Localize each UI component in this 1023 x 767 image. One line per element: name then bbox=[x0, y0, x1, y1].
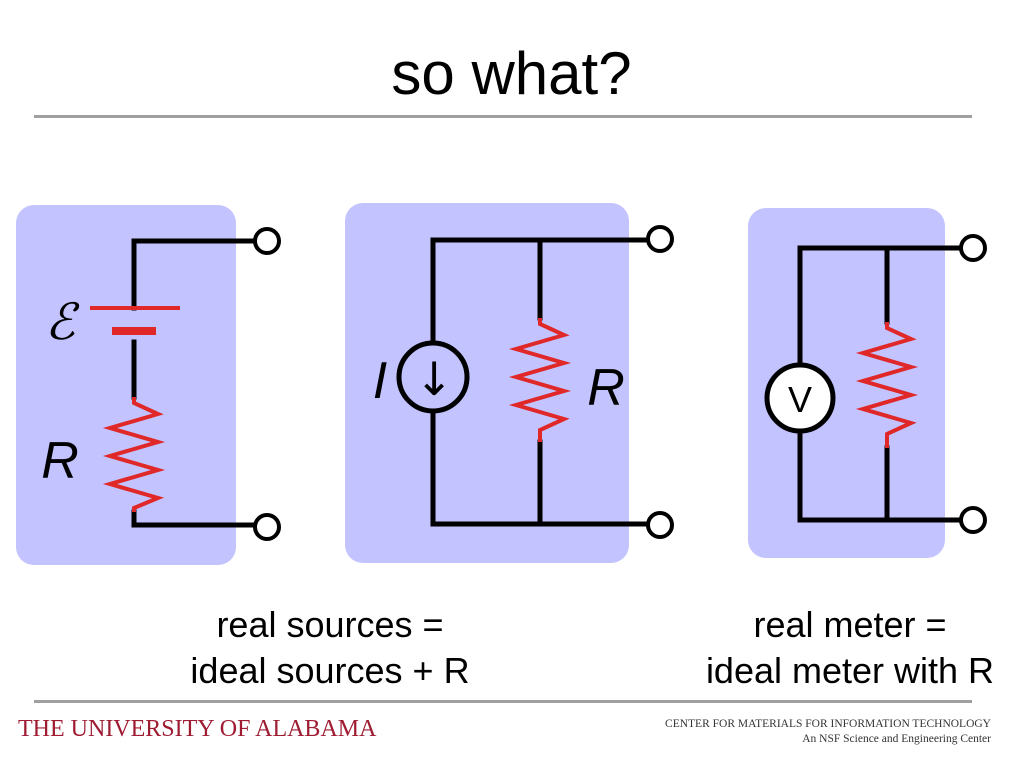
parallel-resistor bbox=[508, 318, 572, 442]
footer-divider bbox=[34, 700, 972, 703]
left-caption: real sources = ideal sources + R bbox=[150, 602, 510, 694]
meter-bottom-wire bbox=[797, 429, 963, 523]
battery-bottom-wire bbox=[131, 509, 255, 528]
voltmeter-symbol bbox=[764, 362, 836, 434]
left-caption-line1: real sources = bbox=[216, 604, 444, 645]
meter-panel bbox=[748, 208, 945, 558]
battery-circuit: ℰ R bbox=[16, 205, 281, 565]
right-caption-line2: ideal meter with R bbox=[705, 650, 995, 691]
left-caption-line2: ideal sources + R bbox=[190, 650, 470, 691]
meter-terminal-bottom bbox=[959, 506, 987, 534]
current-source-top-wire bbox=[430, 237, 650, 344]
meter-circuit: V bbox=[748, 208, 987, 558]
slide-title: so what? bbox=[391, 40, 632, 107]
current-source-label: I bbox=[373, 352, 387, 410]
battery-terminal-bottom bbox=[253, 513, 281, 541]
university-name: THE UNIVERSITY OF ALABAMA bbox=[18, 716, 377, 742]
battery-top-wire bbox=[131, 238, 255, 311]
current-source-terminal-bottom bbox=[646, 511, 674, 539]
right-caption: real meter = ideal meter with R bbox=[660, 602, 1023, 694]
center-name: CENTER FOR MATERIALS FOR INFORMATION TEC… bbox=[665, 717, 991, 747]
voltmeter-label: V bbox=[788, 379, 812, 420]
battery-resistor bbox=[102, 397, 166, 512]
current-arrow-icon: ↓ bbox=[415, 352, 454, 406]
emf-symbol: ℰ bbox=[45, 293, 80, 351]
current-source-terminal-top bbox=[646, 225, 674, 253]
meter-terminal-top bbox=[959, 234, 987, 262]
battery-terminal-top bbox=[253, 227, 281, 255]
meter-resistor bbox=[855, 322, 919, 448]
current-source-circuit: ↓ I R bbox=[345, 203, 674, 563]
parallel-resistor-label: R bbox=[587, 359, 625, 417]
meter-top-wire bbox=[797, 245, 963, 367]
current-source-symbol bbox=[396, 340, 470, 414]
title-divider bbox=[34, 115, 972, 118]
battery-resistor-label: R bbox=[41, 432, 79, 490]
right-caption-line1: real meter = bbox=[753, 604, 947, 645]
battery-circuit-panel bbox=[16, 205, 236, 565]
center-name-line1: CENTER FOR MATERIALS FOR INFORMATION TEC… bbox=[665, 718, 991, 730]
center-name-line2: An NSF Science and Engineering Center bbox=[802, 733, 991, 745]
current-source-panel bbox=[345, 203, 629, 563]
current-source-bottom-wire bbox=[430, 410, 650, 527]
